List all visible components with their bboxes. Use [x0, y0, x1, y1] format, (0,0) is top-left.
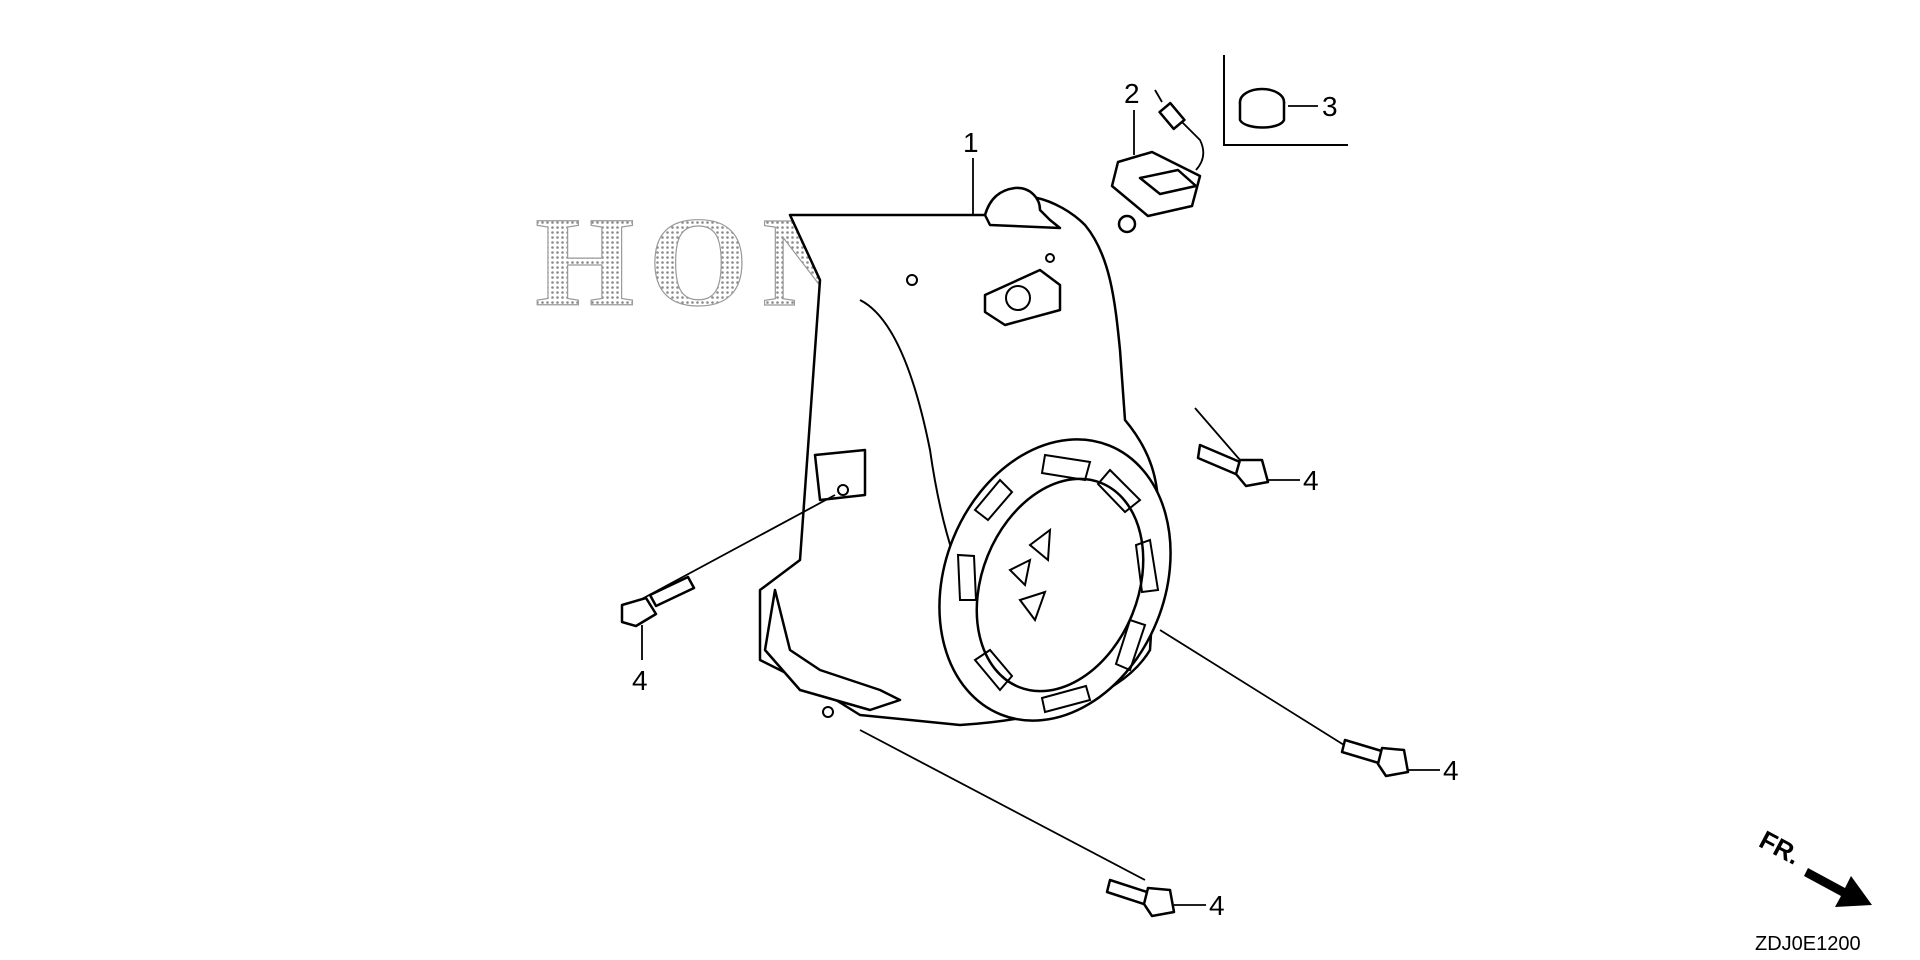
front-direction-marker: FR.	[1755, 824, 1872, 907]
bolt-right-upper[interactable]	[1194, 407, 1270, 488]
callout-2: 2	[1124, 78, 1140, 109]
callout-1: 1	[963, 127, 979, 158]
callout-4-right-upper: 4	[1303, 465, 1319, 496]
diagram-code: ZDJ0E1200	[1755, 933, 1861, 955]
callout-4-bottom: 4	[1209, 890, 1225, 921]
arrow-right-down-icon	[1804, 868, 1872, 907]
bolt-bottom[interactable]	[859, 729, 1176, 918]
fan-cover[interactable]	[758, 186, 1211, 756]
sensor-assembly[interactable]	[1110, 89, 1205, 234]
callout-4-right-lower: 4	[1443, 755, 1459, 786]
callout-4-left: 4	[632, 665, 648, 696]
front-label: FR.	[1755, 824, 1806, 870]
bolt-right-lower[interactable]	[1159, 629, 1410, 778]
callout-3: 3	[1322, 91, 1338, 122]
bolt-left[interactable]	[620, 494, 836, 628]
cap-plug[interactable]	[1223, 55, 1348, 146]
